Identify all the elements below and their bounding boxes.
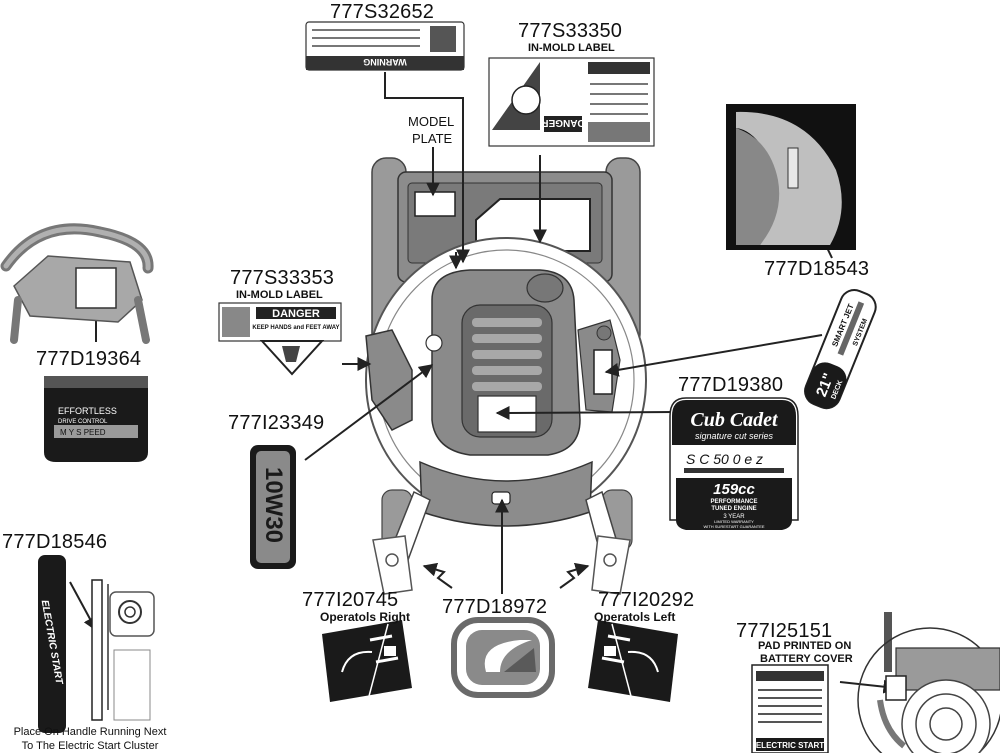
part-label-777D18546: 777D18546 <box>2 531 108 553</box>
engine-cc-text: 159cc <box>713 481 755 498</box>
decal-danger-text-2: DANGER <box>272 308 320 320</box>
decal-danger-text: DANGER <box>541 117 585 128</box>
part-label-777D19380: 777D19380 <box>678 374 784 396</box>
signature-cut-text: signature cut series <box>695 431 774 441</box>
my-speed-text: M Y S PEED <box>60 428 106 437</box>
decal-777I25151: ELECTRIC START <box>751 664 829 753</box>
three-year-text: 3 YEAR <box>723 514 745 520</box>
decal-777S32652: WARNING <box>305 21 465 71</box>
oil-grade-text: 10W30 <box>260 467 287 543</box>
part-label-777S32652: 777S32652 <box>330 1 435 23</box>
handle-note-line2: To The Electric Start Cluster <box>21 740 159 752</box>
part-label-777I20745: 777I20745 <box>302 589 399 611</box>
model-plate-label-line1: MODEL <box>408 114 455 129</box>
decal-warning-text: WARNING <box>363 57 407 67</box>
battery-electric-start-text: ELECTRIC START <box>756 741 824 750</box>
part-label-777D18543: 777D18543 <box>764 258 870 280</box>
mower-illustration <box>365 157 647 595</box>
handle-illustration <box>0 223 154 344</box>
part-label-777D19364: 777D19364 <box>36 348 142 370</box>
model-plate-label-line2: PLATE <box>412 131 453 146</box>
drive-control-text: DRIVE CONTROL <box>58 419 108 425</box>
in-mold-label-2: IN-MOLD LABEL <box>236 289 323 301</box>
decal-777D19364: EFFORTLESS DRIVE CONTROL M Y S PEED <box>44 376 148 462</box>
logo-777D18972 <box>451 617 555 698</box>
effortless-text: EFFORTLESS <box>58 406 117 416</box>
decal-777D18546: ELECTRIC START <box>38 555 66 733</box>
decal-777D19380: Cub Cadet signature cut series S C 50 0 … <box>669 397 799 530</box>
engine-side-illustration <box>857 612 1000 753</box>
operator-right-label: Operatols Right <box>320 610 411 624</box>
model-number-text: S C 50 0 e z <box>686 451 763 467</box>
handle-bracket-right <box>591 535 631 595</box>
decal-777I20745 <box>322 620 412 702</box>
operator-left-label: Operatols Left <box>594 610 676 624</box>
decal-777S33353: DANGER KEEP HANDS and FEET AWAY <box>218 302 342 376</box>
handle-note-line1: Place On Handle Running Next <box>13 726 167 738</box>
guarantee-text: WITH SURESTART GUARANTEE <box>703 524 764 529</box>
decal-777I23349: 10W30 <box>250 445 296 569</box>
warranty-text: LIMITED WARRANTY <box>714 519 754 524</box>
model-plate-area <box>414 191 456 217</box>
decal-keep-away-text: KEEP HANDS and FEET AWAY <box>252 325 339 331</box>
part-label-777S33350: 777S33350 <box>518 20 623 42</box>
part-label-777I20292: 777I20292 <box>598 589 695 611</box>
pad-printed-line2: BATTERY COVER <box>760 653 853 665</box>
decal-21-deck: 21" DECK SMART JET SYSTEM <box>804 288 877 410</box>
decal-777I20292 <box>588 620 678 702</box>
brand-logo-text: Cub Cadet <box>690 409 779 431</box>
handle-bracket-left <box>372 535 413 595</box>
pad-printed-line1: PAD PRINTED ON <box>758 640 852 652</box>
part-label-777I23349: 777I23349 <box>228 412 325 434</box>
decal-777S33350: DANGER <box>488 57 655 147</box>
in-mold-label-1: IN-MOLD LABEL <box>528 42 615 54</box>
part-label-777D18972: 777D18972 <box>442 596 548 618</box>
handle-start-cluster <box>91 579 155 721</box>
performance-text: PERFORMANCE <box>710 499 757 505</box>
tuned-engine-text: TUNED ENGINE <box>711 506 756 512</box>
part-label-777I25151: 777I25151 <box>736 620 833 642</box>
part-label-777S33353: 777S33353 <box>230 267 335 289</box>
photo-777D18543 <box>726 104 856 250</box>
